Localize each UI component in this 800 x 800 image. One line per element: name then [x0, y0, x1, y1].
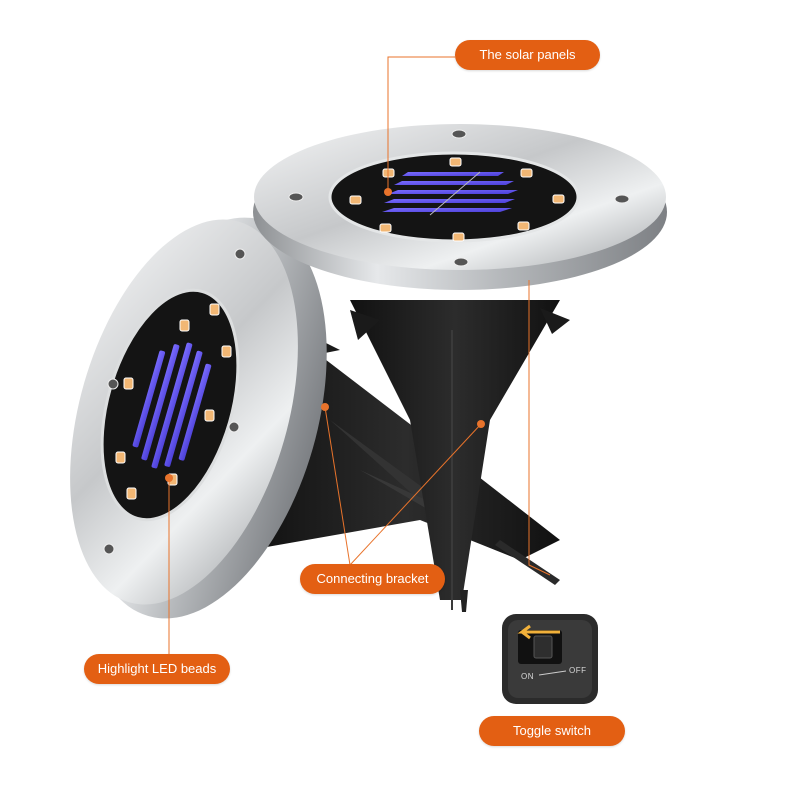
bracket-leader-right: [349, 423, 482, 566]
left-solar-cells: [132, 342, 212, 469]
leader-lines: [168, 56, 551, 655]
solar-panels-dot: [384, 188, 392, 196]
solar-panels-leader: [387, 56, 455, 190]
callout-connecting-bracket: Connecting bracket: [300, 564, 445, 594]
led-bead: [204, 409, 215, 422]
right-ground-stake: [350, 300, 570, 612]
callout-solar-panels: The solar panels: [455, 40, 600, 70]
switch-slider: [533, 635, 553, 659]
led-bead: [552, 194, 565, 204]
led-dot: [165, 474, 173, 482]
callout-toggle-switch: Toggle switch: [479, 716, 625, 746]
left-solar-light: [70, 217, 560, 619]
led-bead: [209, 303, 220, 316]
toggle-leader: [528, 280, 551, 576]
left-screws: [103, 248, 246, 555]
bracket-dot-right: [477, 420, 485, 428]
led-bead: [379, 223, 392, 233]
led-bead: [126, 487, 137, 500]
led-bead: [449, 157, 462, 167]
right-led-beads: [349, 157, 565, 242]
led-bead: [221, 345, 232, 358]
led-bead: [520, 168, 533, 178]
switch-on-label: ON: [521, 672, 534, 681]
led-bead: [115, 451, 126, 464]
led-bead: [517, 221, 530, 231]
switch-off-label: OFF: [569, 666, 587, 675]
bracket-leader-left: [324, 406, 351, 566]
toggle-switch-inset: [502, 614, 598, 704]
led-bead: [179, 319, 190, 332]
right-screws: [288, 129, 630, 267]
led-bead: [349, 195, 362, 205]
arrow-left-icon: [517, 624, 560, 640]
led-bead: [452, 232, 465, 242]
right-solar-cells: [382, 171, 518, 216]
right-solar-light: [253, 124, 667, 612]
left-led-beads: [115, 303, 232, 500]
bracket-dot-left: [321, 403, 329, 411]
callout-led-beads: Highlight LED beads: [84, 654, 230, 684]
led-bead: [123, 377, 134, 390]
leader-dots: [165, 188, 485, 482]
